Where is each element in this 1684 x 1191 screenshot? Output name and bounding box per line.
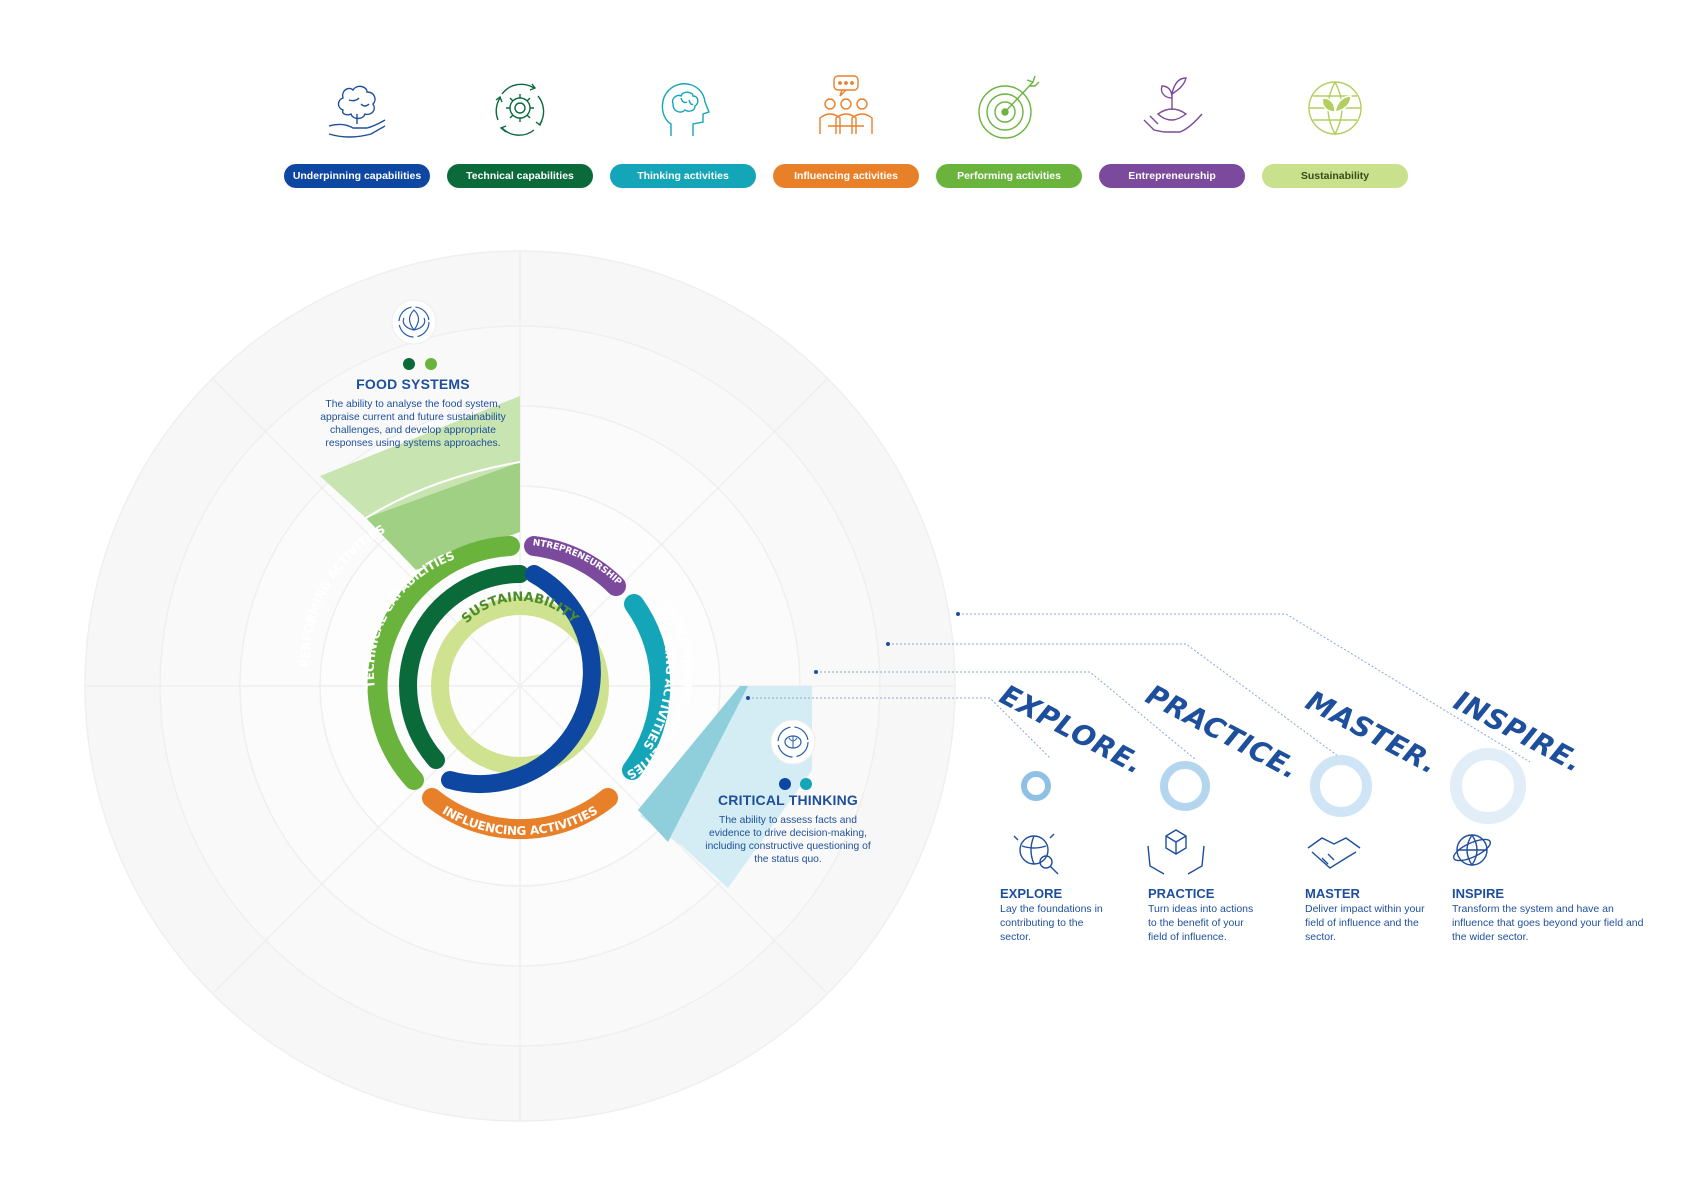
globe-orbit-icon [1452,834,1492,867]
critical-thinking-outer-band [640,686,812,888]
food-systems-description: The ability to analyse the food system, … [320,399,506,449]
food-systems-icon [391,299,437,345]
practice-level-description: Turn ideas into actions to the benefit o… [1148,903,1254,943]
gear-cycle-icon [495,83,545,136]
globe-leaf-icon [1308,81,1362,136]
master-level: MASTER Deliver impact within your field … [1305,886,1429,944]
food-systems-outer-band [320,396,520,518]
level-leader-lines [748,613,1531,763]
legend-item-sustainability[interactable]: Sustainability [1262,70,1408,190]
influencing-activities-ring[interactable] [422,788,618,840]
underpinning-capabilities-ring[interactable] [441,565,601,793]
explore-level: EXPLORE Lay the foundations in contribut… [1000,886,1110,944]
hands-cube-icon [1147,829,1205,875]
technical-capabilities-ring[interactable] [399,565,529,769]
target-arrow-icon [978,75,1040,139]
legend-pill-technical: Technical capabilities [447,164,593,188]
master-level-description: Deliver impact within your field of infl… [1305,903,1425,943]
food-systems-info: FOOD SYSTEMS The ability to analyse the … [320,376,506,450]
critical-thinking-dot-thinking [800,778,812,790]
explore-level-name: EXPLORE [1000,886,1063,901]
head-brain-icon [661,83,710,136]
entrepreneurship-ring[interactable] [524,536,626,596]
brain-hand-icon [328,85,386,138]
legend-pill-influencing: Influencing activities [773,164,919,188]
inspire-level-name: INSPIRE [1452,886,1505,901]
practice-level: PRACTICE Turn ideas into actions to the … [1148,886,1264,944]
critical-thinking-icon [770,719,816,765]
bg-spokes [85,251,955,1121]
legend-item-underpinning[interactable]: Underpinning capabilities [284,70,430,190]
legend-pill-entrepreneurship: Entrepreneurship [1099,164,1245,188]
legend-item-influencing[interactable]: Influencing activities [773,70,919,190]
legend-item-entrepreneurship[interactable]: Entrepreneurship [1099,70,1245,190]
critical-thinking-info: CRITICAL THINKING The ability to assess … [700,792,876,866]
legend-pill-sustainability: Sustainability [1262,164,1408,188]
performing-activities-ring[interactable] [367,536,520,790]
legend-item-thinking[interactable]: Thinking activities [610,70,756,190]
food-systems-title: FOOD SYSTEMS [356,376,470,392]
group-speech-icon [819,75,873,134]
legend-pill-underpinning: Underpinning capabilities [284,164,430,188]
food-systems-dot-technical [403,358,415,370]
explore-level-ring [1021,771,1051,801]
legend: Underpinning capabilities Technical capa… [284,70,1424,190]
critical-thinking-title: CRITICAL THINKING [717,792,859,808]
leader-line-inspire [958,613,1531,763]
globe-magnifier-icon [1013,833,1059,875]
legend-pill-performing: Performing activities [936,164,1082,188]
inspire-level: INSPIRE Transform the system and have an… [1452,886,1648,944]
master-level-name: MASTER [1305,886,1360,901]
practice-level-ring [1160,761,1210,811]
practice-level-name: PRACTICE [1148,886,1215,901]
thinking-activities-ring[interactable] [622,594,671,780]
inspire-level-description: Transform the system and have an influen… [1452,903,1644,943]
legend-item-performing[interactable]: Performing activities [936,70,1082,190]
leader-line-master [888,643,1347,763]
critical-thinking-sector[interactable] [638,686,812,888]
legend-item-technical[interactable]: Technical capabilities [447,70,593,190]
handshake-icon [1307,837,1361,869]
inspire-level-ring [1450,748,1526,824]
leader-line-practice [816,671,1197,761]
legend-pill-thinking: Thinking activities [610,164,756,188]
explore-level-description: Lay the foundations in contributing to t… [1000,903,1103,943]
food-systems-dot-performing [425,358,437,370]
critical-thinking-dot-underpinning [779,778,791,790]
master-level-ring [1310,755,1372,817]
leader-line-explore [748,697,1051,759]
critical-thinking-description: The ability to assess facts and evidence… [705,815,871,865]
critical-thinking-inner-band [638,686,748,842]
hand-plant-icon [1143,77,1203,133]
